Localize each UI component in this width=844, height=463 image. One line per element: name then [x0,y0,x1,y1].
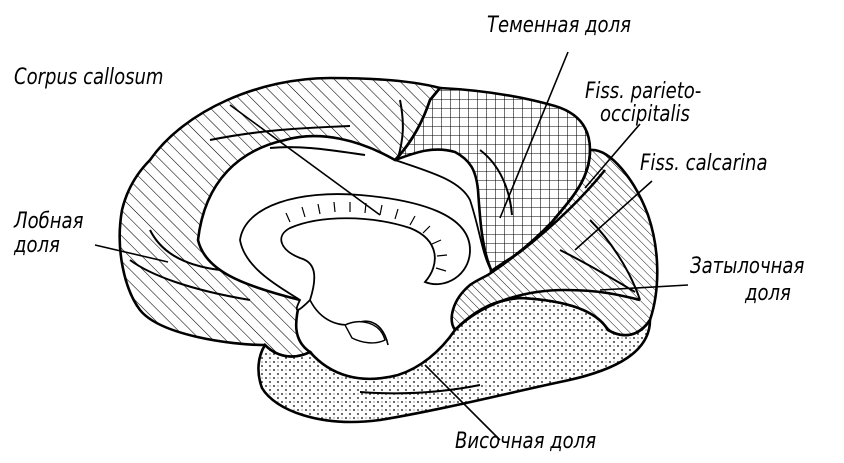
brainstem-shape [345,322,385,343]
label-fiss-calcarina: Fiss. calcarina [640,152,768,176]
label-corpus-callosum: Corpus callosum [14,66,164,90]
label-parietal-lobe: Теменная доля [487,14,631,38]
label-frontal-lobe-1: Лобная [14,210,83,234]
label-fiss-parieto-occipitalis-1: Fiss. parieto- [585,80,701,104]
label-temporal-lobe: Височная доля [455,430,596,454]
label-fiss-parieto-occipitalis-2: occipitalis [600,103,690,127]
label-occipital-lobe-2: доля [745,282,791,306]
label-frontal-lobe-2: доля [14,234,60,258]
label-occipital-lobe-1: Затылочная [690,255,804,279]
